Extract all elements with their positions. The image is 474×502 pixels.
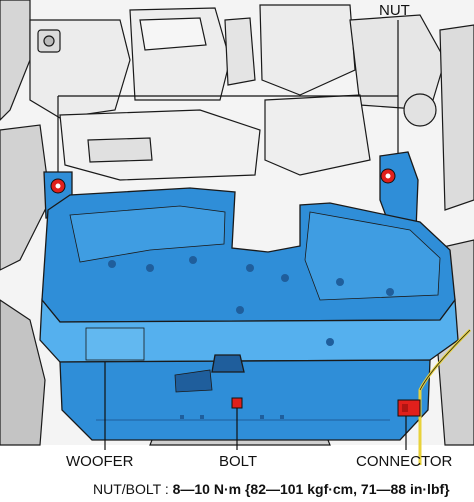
woofer-label: WOOFER	[66, 453, 134, 470]
woofer-label-panel	[85, 327, 145, 361]
woofer-lower-housing	[59, 359, 431, 441]
torque-specification: NUT/BOLT : 8—10 N·m {82—101 kgf·cm, 71—8…	[93, 482, 450, 496]
connector-label: CONNECTOR	[356, 453, 453, 470]
nut-label: NUT	[379, 2, 410, 19]
bolt-label: BOLT	[219, 453, 258, 470]
torque-prefix: NUT/BOLT :	[93, 481, 173, 497]
connector-marker	[397, 399, 421, 417]
nut-leader-lines	[57, 20, 399, 183]
fastener-markers	[50, 168, 421, 417]
woofer-front-face	[39, 298, 459, 363]
bolt-marker	[231, 397, 243, 409]
background-vehicle-parts	[0, 0, 474, 446]
torque-value: 8—10 N·m {82—101 kgf·cm, 71—88 in·lbf}	[172, 481, 450, 497]
woofer-unit	[39, 151, 459, 441]
label-leader-lines	[104, 362, 407, 450]
